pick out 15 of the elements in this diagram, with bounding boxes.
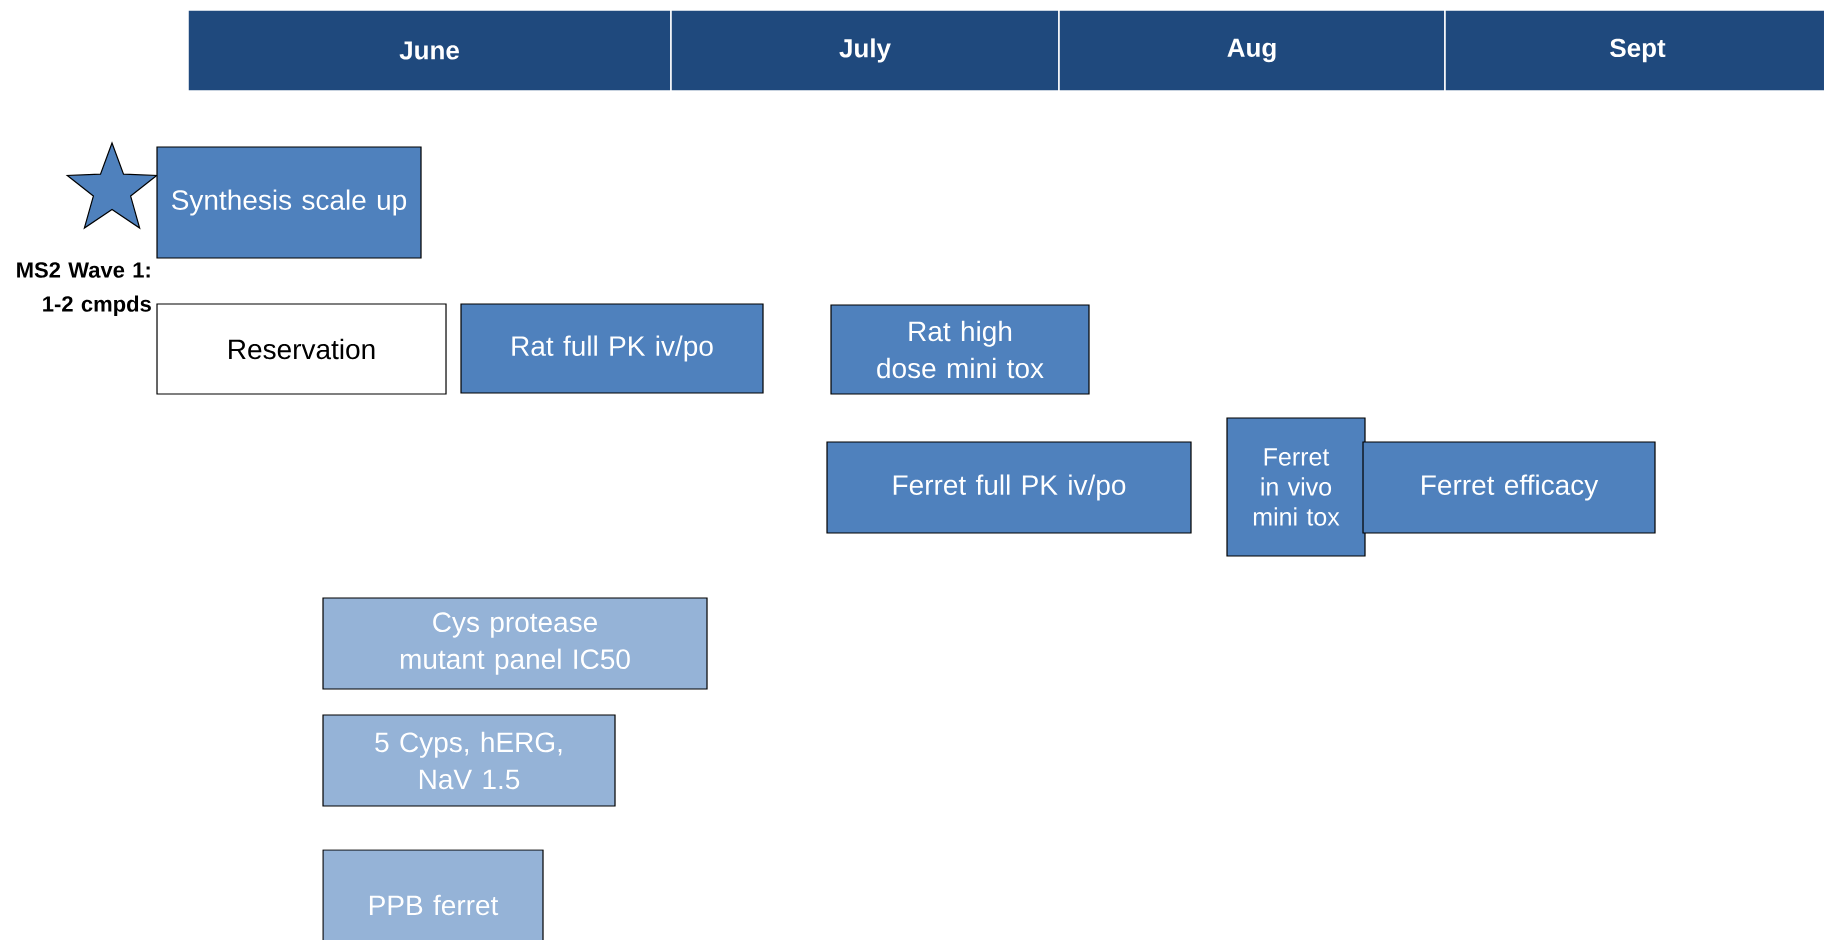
task-bar: Ferret full PK iv/po (826, 441, 1192, 534)
side-note: MS2 Wave 1: 1-2 cmpds (17, 262, 151, 317)
task-bar: PPB ferret (322, 849, 544, 940)
month-header: July (670, 9, 1060, 92)
month-header: Sept (1444, 9, 1824, 92)
task-bar: Cys protease mutant panel IC50 (322, 597, 708, 690)
task-bar: Synthesis scale up (156, 146, 422, 259)
month-header: June (187, 9, 672, 92)
task-bar: Reservation (156, 303, 447, 395)
task-bar: Ferret in vivo mini tox (1226, 417, 1366, 557)
task-bar: Ferret efficacy (1362, 441, 1656, 534)
month-header: Aug (1058, 9, 1446, 92)
task-bar: 5 Cyps, hERG, NaV 1.5 (322, 714, 616, 807)
task-bar: Rat full PK iv/po (460, 303, 764, 394)
task-bar: Rat high dose mini tox (830, 304, 1090, 395)
